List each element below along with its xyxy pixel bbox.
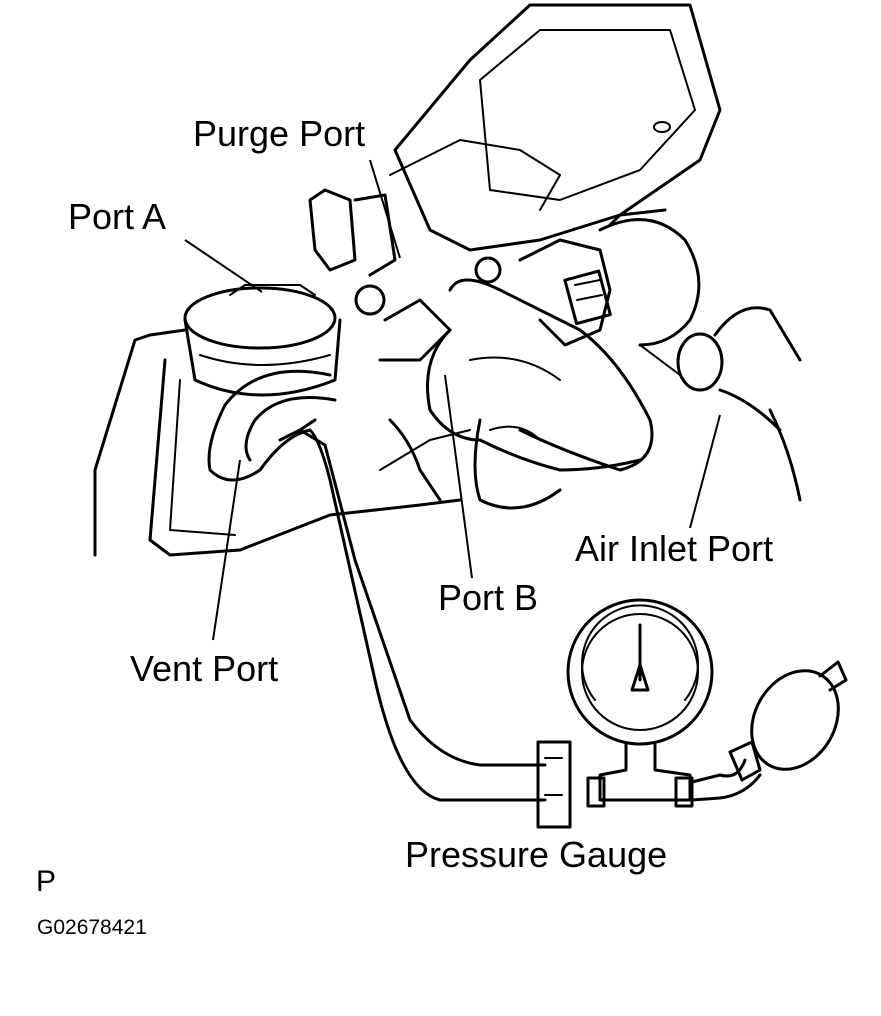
air-inlet-assembly bbox=[598, 208, 802, 502]
label-air-inlet-port: Air Inlet Port bbox=[575, 528, 774, 569]
label-port-b: Port B bbox=[438, 577, 539, 618]
hand bbox=[388, 256, 654, 510]
bracket-outline bbox=[389, 3, 722, 252]
leader-air-inlet-port bbox=[689, 414, 721, 529]
leader-port-a bbox=[184, 239, 263, 293]
label-pressure-gauge: Pressure Gauge bbox=[405, 834, 668, 875]
label-vent-port: Vent Port bbox=[130, 648, 279, 689]
purge-port-fitting bbox=[308, 188, 452, 362]
leader-purge-port bbox=[369, 159, 401, 259]
label-port-a: Port A bbox=[68, 196, 167, 237]
footer-letter: P bbox=[36, 865, 57, 898]
connector bbox=[518, 238, 612, 347]
leader-port-b bbox=[444, 374, 473, 579]
leader-vent-port bbox=[212, 459, 241, 641]
gauge-assembly bbox=[536, 598, 848, 829]
label-purge-port: Purge Port bbox=[193, 113, 366, 154]
port-a-cap bbox=[183, 284, 342, 397]
leader-lines bbox=[184, 159, 721, 641]
vent-hose bbox=[207, 369, 547, 802]
figure-code: G02678421 bbox=[37, 916, 147, 939]
